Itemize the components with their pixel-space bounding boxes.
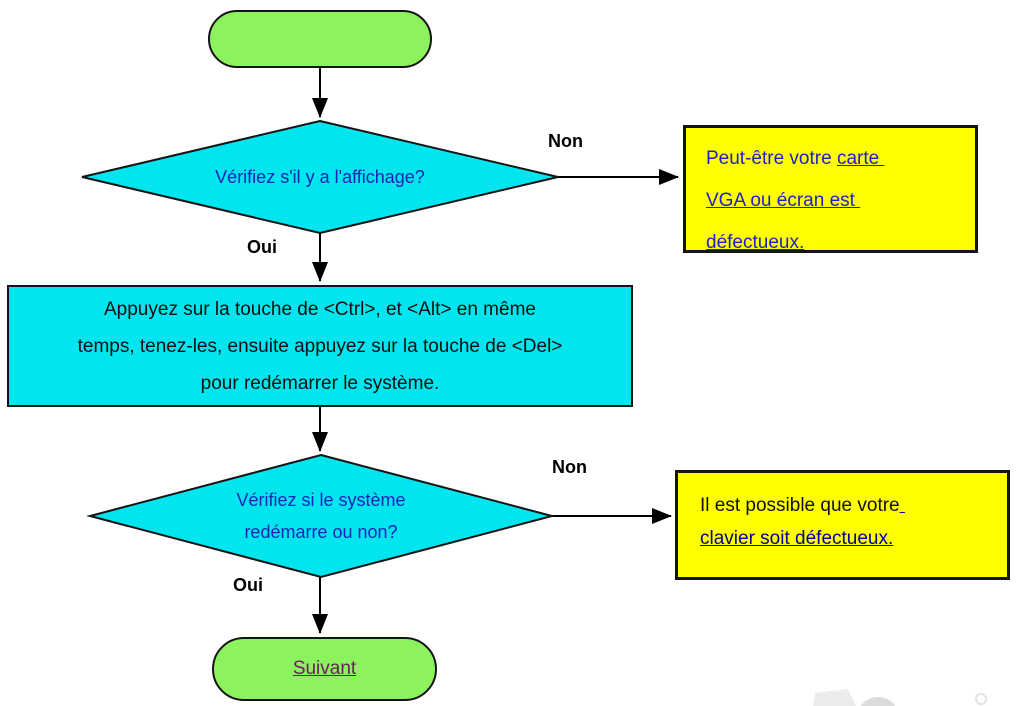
end-link-suivant[interactable]: Suivant (292, 658, 357, 679)
result2-text: Il est possible que votre (700, 495, 900, 516)
start-terminator (208, 10, 432, 68)
decision2-diamond (86, 453, 556, 579)
result1-text: Peut-être votre (706, 148, 837, 169)
branch-label-non-1: Non (548, 131, 583, 151)
watermark-logo (813, 689, 987, 706)
branch-label-non-2: Non (552, 457, 587, 477)
branch-label-oui-1: Oui (247, 237, 277, 257)
process-box: Appuyez sur la touche de <Ctrl>, et <Alt… (7, 285, 633, 407)
result1-box: Peut-être votre carte VGA ou écran est d… (683, 125, 978, 253)
branch-label-oui-2: Oui (233, 575, 263, 595)
process-text: Appuyez sur la touche de <Ctrl>, et <Alt… (77, 298, 563, 394)
result1-link-carte-vga[interactable]: carte VGA ou écran est défectueux. (706, 148, 880, 253)
end-terminator: Suivant (212, 637, 437, 701)
result2-link-clavier[interactable]: clavier soit défectueux. (700, 528, 894, 549)
decision1-diamond (81, 119, 559, 235)
result2-box: Il est possible que votre clavier soit d… (675, 470, 1010, 580)
